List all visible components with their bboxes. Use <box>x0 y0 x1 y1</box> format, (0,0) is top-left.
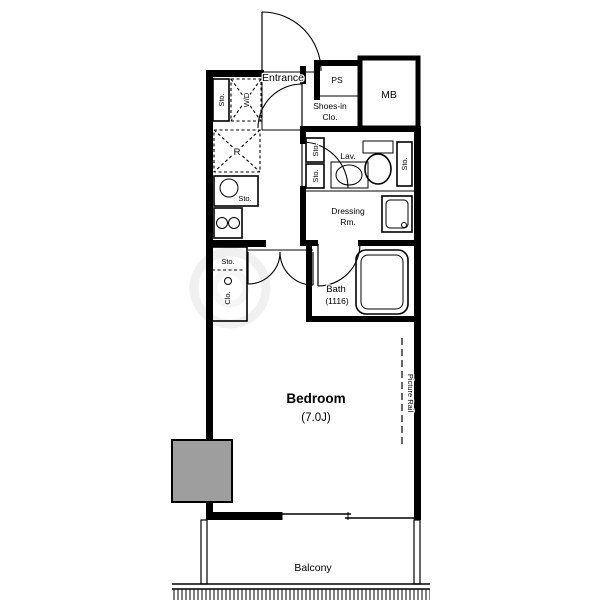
entrance-label: Entrance <box>262 72 304 84</box>
balcony-label: Balcony <box>294 562 332 574</box>
closet-label: Clo. <box>223 291 232 304</box>
wall-bath-left <box>306 240 312 322</box>
watermark-ring <box>189 247 271 329</box>
stove-burner-icon-2 <box>228 217 240 229</box>
storage-label-closet: Sto. <box>221 257 234 266</box>
balcony-partition-right <box>413 519 421 585</box>
washbasin-icon <box>335 164 363 186</box>
ps-label: PS <box>331 75 343 85</box>
shoes-closet-label-line1: Shoes-in <box>313 101 347 111</box>
walls <box>206 55 421 520</box>
bedroom-size-label: (7.0J) <box>301 412 331 424</box>
sink-basin-icon <box>219 178 239 198</box>
washer-pan-inner <box>385 199 409 229</box>
bath-size-label: (1116) <box>325 296 348 306</box>
vanity-counter <box>330 161 369 189</box>
sink-counter <box>213 175 259 207</box>
bathtub-outer <box>355 249 409 315</box>
lavatory-label: Lav. <box>340 151 355 161</box>
wall-kitchen-bottom <box>206 240 266 247</box>
storage-label-sink: Sto. <box>238 194 251 203</box>
washer-pan <box>381 195 413 233</box>
storage-box-lav-2 <box>305 163 325 189</box>
toilet-bowl-icon <box>364 153 392 185</box>
wall-corridor-lower <box>300 186 306 246</box>
wall-top-kitchen <box>206 70 264 77</box>
mb-label: MB <box>381 89 397 101</box>
stove-burner-icon-1 <box>216 217 228 229</box>
closet <box>209 246 248 322</box>
refrigerator-box <box>213 129 261 173</box>
closet-rod-icon <box>224 277 232 285</box>
labels: Entrance PS MB Shoes-in Clo. Sto. W/D R … <box>216 71 417 576</box>
lavatory-door-arc <box>301 141 349 189</box>
wall-bath-top <box>358 240 414 246</box>
storage-label-lav-2: Sto. <box>311 169 320 182</box>
stove-box <box>213 207 243 239</box>
refrigerator-cross-2 <box>213 129 261 173</box>
toilet-tank-icon <box>362 140 394 154</box>
storage-box-lav-1 <box>305 137 325 163</box>
doors <box>247 11 361 287</box>
picture-rail-label: Picture Rail <box>406 374 415 413</box>
storage-box-toilet <box>396 141 413 187</box>
storage-box-kitchen <box>212 78 230 122</box>
watermark-inner-ring <box>210 268 250 308</box>
bath-door-arc <box>317 243 361 287</box>
entrance-door-arc <box>261 11 322 72</box>
shoes-door-arc <box>257 83 303 129</box>
storage-label-lav-1: Sto. <box>311 143 320 156</box>
closet-box <box>209 246 248 322</box>
wall-corridor-upper <box>300 126 306 144</box>
wall-ps-top <box>314 60 360 66</box>
kitchen-fixtures <box>212 74 300 239</box>
bath-label: Bath <box>326 284 346 295</box>
dressing-room-label-line2: Rm. <box>340 217 356 227</box>
wall-hall-shoes <box>300 66 306 84</box>
washer-drain-icon <box>401 222 407 228</box>
bedroom-door-arc-left <box>247 251 281 285</box>
bedroom-label: Bedroom <box>286 391 345 406</box>
balcony-structure <box>172 512 430 600</box>
bathtub-inner <box>360 254 404 310</box>
watermark <box>189 247 271 329</box>
wall-right <box>414 130 421 520</box>
wall-bedroom-bottom <box>206 512 282 520</box>
balcony-hatch-strip <box>172 589 430 600</box>
dressing-room-label-line1: Dressing <box>331 206 365 216</box>
refrigerator-label: R <box>234 147 241 158</box>
wall-bath-bottom <box>306 316 421 322</box>
wall-ps-left <box>314 60 320 100</box>
washer-dryer-label: W/D <box>242 92 251 107</box>
pillar <box>171 439 233 503</box>
refrigerator-cross-1 <box>213 129 261 173</box>
bath-fixtures <box>355 249 409 315</box>
storage-label-kitchen: Sto. <box>217 93 226 106</box>
washer-dryer-box <box>230 78 262 122</box>
storage-label-toilet: Sto. <box>400 157 409 170</box>
mb-box <box>357 55 421 131</box>
shoes-closet-label-line2: Clo. <box>322 112 337 122</box>
wall-bath-top-stub <box>306 240 318 246</box>
bedroom-details <box>171 338 403 503</box>
sanitary-fixtures <box>305 137 414 233</box>
bedroom-door-arc-right <box>279 251 314 286</box>
balcony-partition-left <box>200 519 208 585</box>
